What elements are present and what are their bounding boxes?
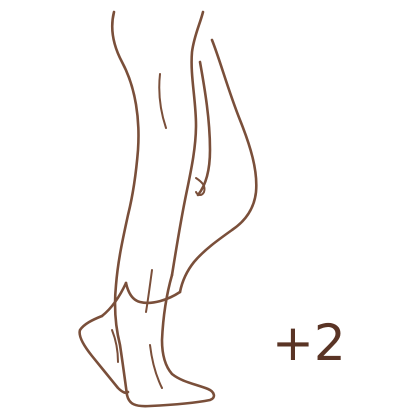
back-foot-sole-line [111,329,119,363]
back-leg-front-contour [196,60,212,197]
back-leg-knee-crease [195,177,206,196]
back-leg-thigh-contour [178,38,258,294]
count-badge: +2 [272,314,346,372]
back-leg-shin-contour [100,281,128,318]
front-leg-calf-line [145,269,153,313]
front-leg-inner-contour [170,10,205,277]
front-leg-knee-line [158,73,167,129]
back-leg-lower-contour [124,281,182,305]
back-foot-contour [78,314,130,395]
front-leg-ankle-line [149,344,163,389]
front-leg-outer-contour [110,10,216,408]
